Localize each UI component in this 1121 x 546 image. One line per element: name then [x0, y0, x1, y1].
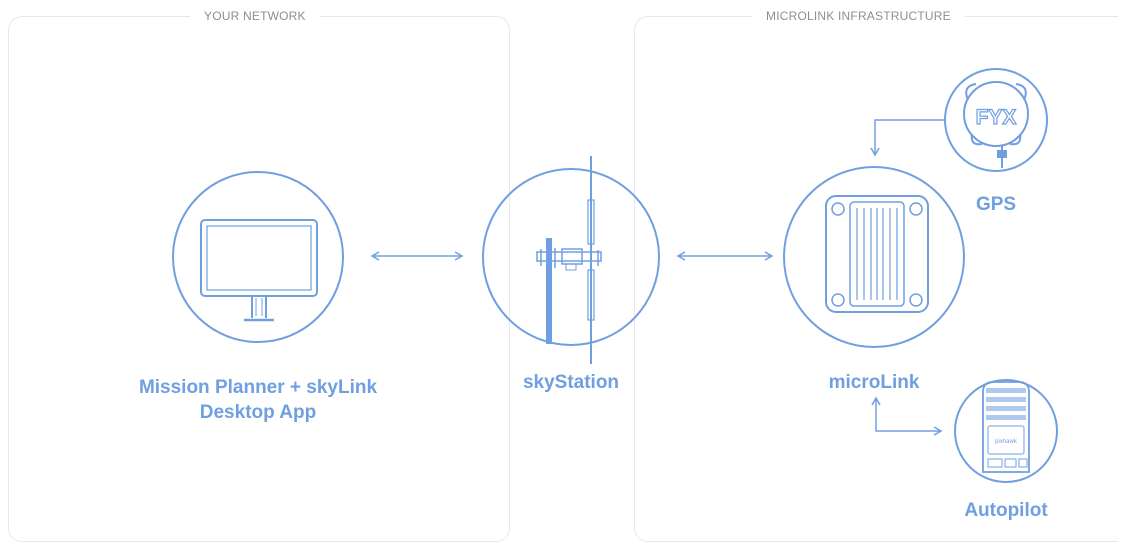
gps-node: FYX — [944, 68, 1048, 172]
skystation-node — [482, 156, 660, 364]
desktop-label-line2: Desktop App — [199, 402, 317, 423]
desktop-circle — [172, 171, 344, 343]
gps-puck-icon: FYX — [963, 81, 1029, 168]
monitor-icon — [200, 219, 318, 322]
desktop-label: Mission Planner + skyLink Desktop App — [133, 375, 383, 425]
microlink-circle — [783, 166, 965, 348]
microlink-infrastructure-title: MICROLINK INFRASTRUCTURE — [752, 9, 965, 23]
desktop-label-line1: Mission Planner + skyLink — [138, 377, 378, 398]
skystation-circle — [482, 168, 660, 346]
radio-module-icon — [825, 195, 929, 313]
gps-microlink-link — [870, 119, 946, 157]
autopilot-circle — [954, 379, 1058, 483]
skystation-label: skyStation — [522, 372, 620, 393]
gps-badge-text: FYX — [976, 106, 1017, 129]
antenna-mast-icon — [536, 156, 602, 364]
gps-label: GPS — [975, 194, 1017, 215]
autopilot-brand-text: pixhawk — [995, 439, 1018, 445]
microlink-autopilot-link — [871, 396, 943, 436]
autopilot-icon: pixhawk — [982, 381, 1030, 473]
your-network-title: YOUR NETWORK — [190, 9, 320, 23]
desktop-node — [172, 171, 344, 343]
autopilot-label: Autopilot — [964, 500, 1048, 521]
microlink-node — [783, 166, 965, 348]
autopilot-node: pixhawk — [954, 379, 1058, 483]
microlink-label: microLink — [828, 372, 920, 393]
